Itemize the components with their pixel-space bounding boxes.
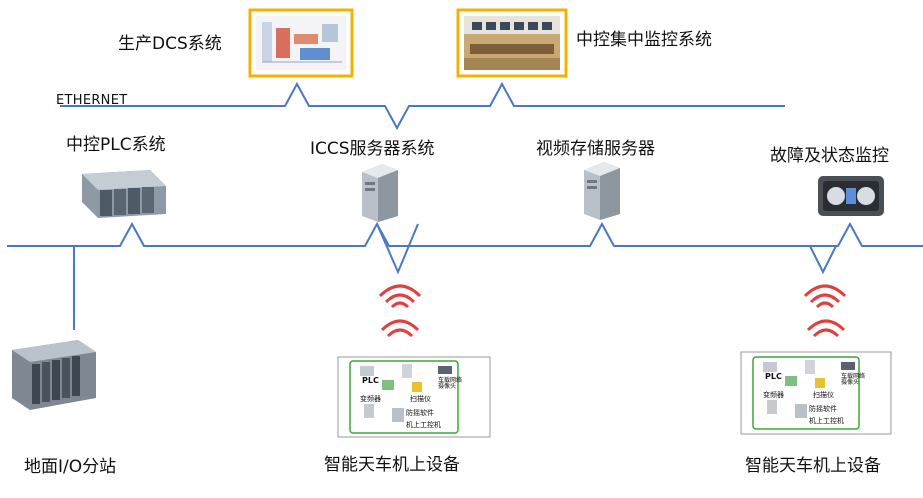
io-station-icon (12, 340, 96, 410)
crane-left-camera-label: 车载网络 摄像头 (438, 377, 463, 390)
iccs-label: ICCS服务器系统 (310, 139, 435, 159)
central-monitor-label: 中控集中监控系统 (576, 30, 712, 50)
wifi-icon (806, 319, 846, 338)
iccs-server-icon (362, 164, 398, 222)
crane-right-pc-label: 机上工控机 (809, 417, 844, 425)
crane-left-software-label: 防摇软件 (406, 409, 434, 417)
crane-equipment-panel-left (337, 356, 491, 438)
crane-left-scanner-label: 扫描仪 (410, 395, 431, 403)
crane-right-camera-label: 车载网络 摄像头 (841, 373, 866, 386)
crane-right-inverter-label: 变频器 (763, 391, 784, 399)
crane-equipment-panel-right (740, 351, 892, 435)
crane-right-plc-label: PLC (765, 372, 782, 381)
wifi-icon (803, 284, 847, 309)
control-room-photo (456, 8, 568, 78)
plc-label: 中控PLC系统 (66, 135, 166, 155)
iccs-wireless-drop (376, 223, 419, 275)
crane-right-label: 智能天车机上设备 (745, 456, 881, 476)
fault-wireless-drop (809, 245, 837, 275)
wifi-icon (378, 284, 422, 309)
crane-right-scanner-label: 扫描仪 (813, 391, 834, 399)
crane-left-inverter-label: 变频器 (360, 395, 381, 403)
video-server-icon (584, 162, 620, 220)
crane-left-pc-label: 机上工控机 (406, 421, 441, 429)
crane-left-plc-label: PLC (362, 376, 379, 385)
fault-monitor-label: 故障及状态监控 (770, 146, 889, 166)
crane-right-software-label: 防摇软件 (809, 405, 837, 413)
fault-monitor-device-icon (818, 176, 884, 216)
dcs-label: 生产DCS系统 (118, 34, 222, 54)
dcs-screenshot (248, 8, 354, 78)
plc-rack-icon (82, 170, 166, 218)
crane-left-label: 智能天车机上设备 (324, 455, 460, 475)
field-bus-line-lower (7, 221, 923, 247)
wifi-icon (380, 319, 420, 338)
io-station-label: 地面I/O分站 (24, 457, 117, 477)
ethernet-line-upper (60, 81, 785, 131)
video-server-label: 视频存储服务器 (536, 139, 655, 159)
ethernet-label: ETHERNET (56, 93, 128, 108)
